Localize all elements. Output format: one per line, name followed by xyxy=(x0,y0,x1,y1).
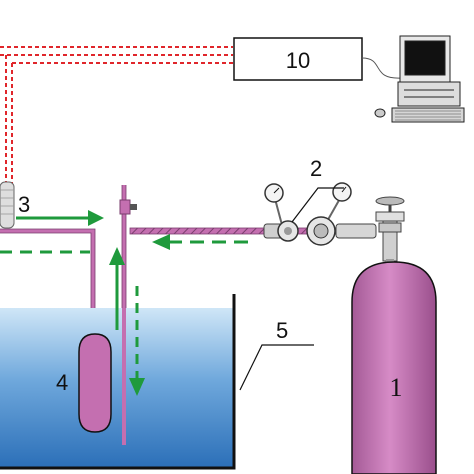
flow-arrow-up-head xyxy=(109,247,125,265)
gas-cylinder: 1 xyxy=(351,196,437,474)
signal-cable xyxy=(0,46,233,190)
vent-valve xyxy=(119,199,137,215)
pressure-vessel: 4 xyxy=(56,333,112,433)
computer-cable xyxy=(361,57,403,79)
flow-arrow-right-head xyxy=(88,210,104,226)
control-box: 10 xyxy=(233,37,363,81)
pressure-gauge-icon xyxy=(264,183,284,203)
label-regulator: 2 xyxy=(310,156,322,181)
riser-tube xyxy=(122,308,126,445)
label-cylinder: 1 xyxy=(390,373,403,402)
pressure-regulator: 2 xyxy=(263,156,377,246)
left-unit: 3 xyxy=(0,181,30,229)
computer-icon xyxy=(374,35,465,123)
water-bath: 5 xyxy=(0,294,314,470)
flow-arrow-down-head xyxy=(129,378,145,396)
flow-arrows xyxy=(0,210,248,396)
label-left-unit: 3 xyxy=(18,192,30,217)
valve-icon xyxy=(306,216,336,246)
flow-arrow-left-head xyxy=(152,234,170,250)
label-bath: 5 xyxy=(276,318,288,343)
label-vessel: 4 xyxy=(56,370,68,395)
label-control-box: 10 xyxy=(286,48,310,73)
pressure-gauge-icon xyxy=(332,182,352,202)
